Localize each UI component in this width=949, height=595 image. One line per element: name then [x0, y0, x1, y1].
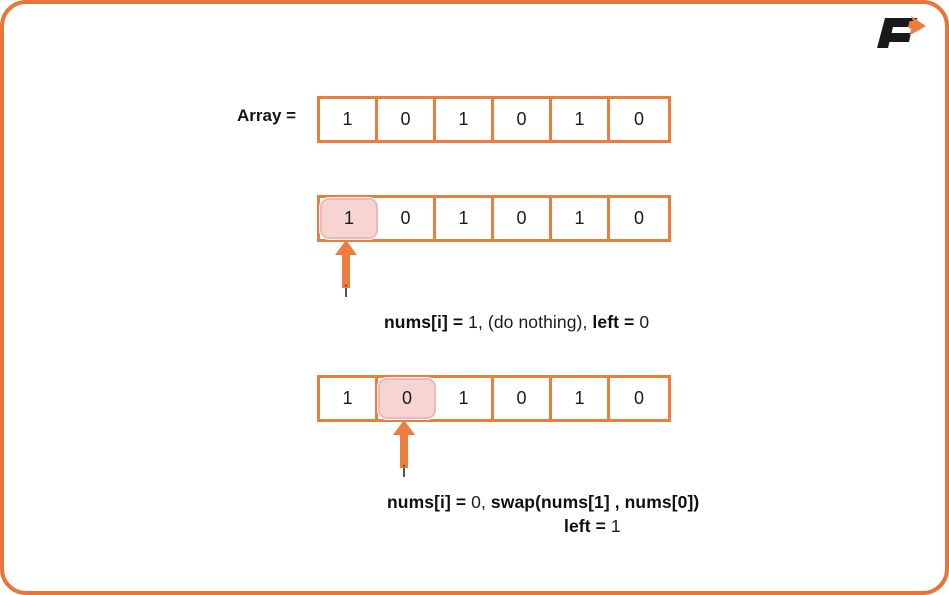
array-row-step-1: 1 0 1 0 1 0	[317, 195, 671, 242]
caption-step1-reg-1: 1, (do nothing),	[463, 312, 593, 332]
array-cell: 1	[552, 378, 610, 419]
pointer-label-i-step-2: i	[402, 462, 406, 481]
caption-step2-left-bold: left =	[564, 516, 606, 536]
array-row-step-2: 1 0 1 0 1 0	[317, 375, 671, 422]
array-cell: 1	[552, 198, 610, 239]
array-cell: 0	[610, 198, 668, 239]
pointer-arrow-i-step-1	[334, 240, 358, 288]
array-cell: 1	[436, 378, 494, 419]
array-cell: 1	[552, 99, 610, 140]
array-cell-highlighted: 1	[320, 198, 378, 239]
array-cell: 0	[610, 99, 668, 140]
array-row-initial: 1 0 1 0 1 0	[317, 96, 671, 143]
array-cell: 0	[494, 378, 552, 419]
pointer-label-i-step-1: i	[344, 282, 348, 301]
caption-step-2-line-2: left = 1	[564, 516, 621, 537]
caption-step1-bold-1: nums[i] =	[384, 312, 464, 332]
array-cell: 0	[610, 378, 668, 419]
array-cell: 1	[436, 99, 494, 140]
array-cell: 0	[378, 198, 436, 239]
caption-step2-bold-2: swap(nums[1] , nums[0])	[490, 492, 700, 512]
pointer-arrow-i-step-2	[392, 420, 416, 468]
array-cell: 1	[436, 198, 494, 239]
caption-step2-reg-1: 0,	[466, 492, 491, 512]
array-equals-label: Array =	[237, 106, 297, 125]
caption-step2-left-value: 1	[605, 516, 621, 536]
array-cell: 0	[494, 99, 552, 140]
caption-step2-bold-1: nums[i] =	[387, 492, 467, 512]
caption-step1-bold-2: left =	[592, 312, 635, 332]
array-cell: 0	[378, 99, 436, 140]
array-cell: 0	[494, 198, 552, 239]
caption-step-2-line-1: nums[i] = 0, swap(nums[1] , nums[0])	[387, 492, 699, 513]
caption-step-1: nums[i] = 1, (do nothing), left = 0	[384, 312, 649, 333]
f-arrow-logo	[869, 12, 931, 54]
array-cell: 1	[320, 99, 378, 140]
array-cell: 1	[320, 378, 378, 419]
caption-step1-reg-2: 0	[634, 312, 650, 332]
array-cell-highlighted: 0	[378, 378, 436, 419]
